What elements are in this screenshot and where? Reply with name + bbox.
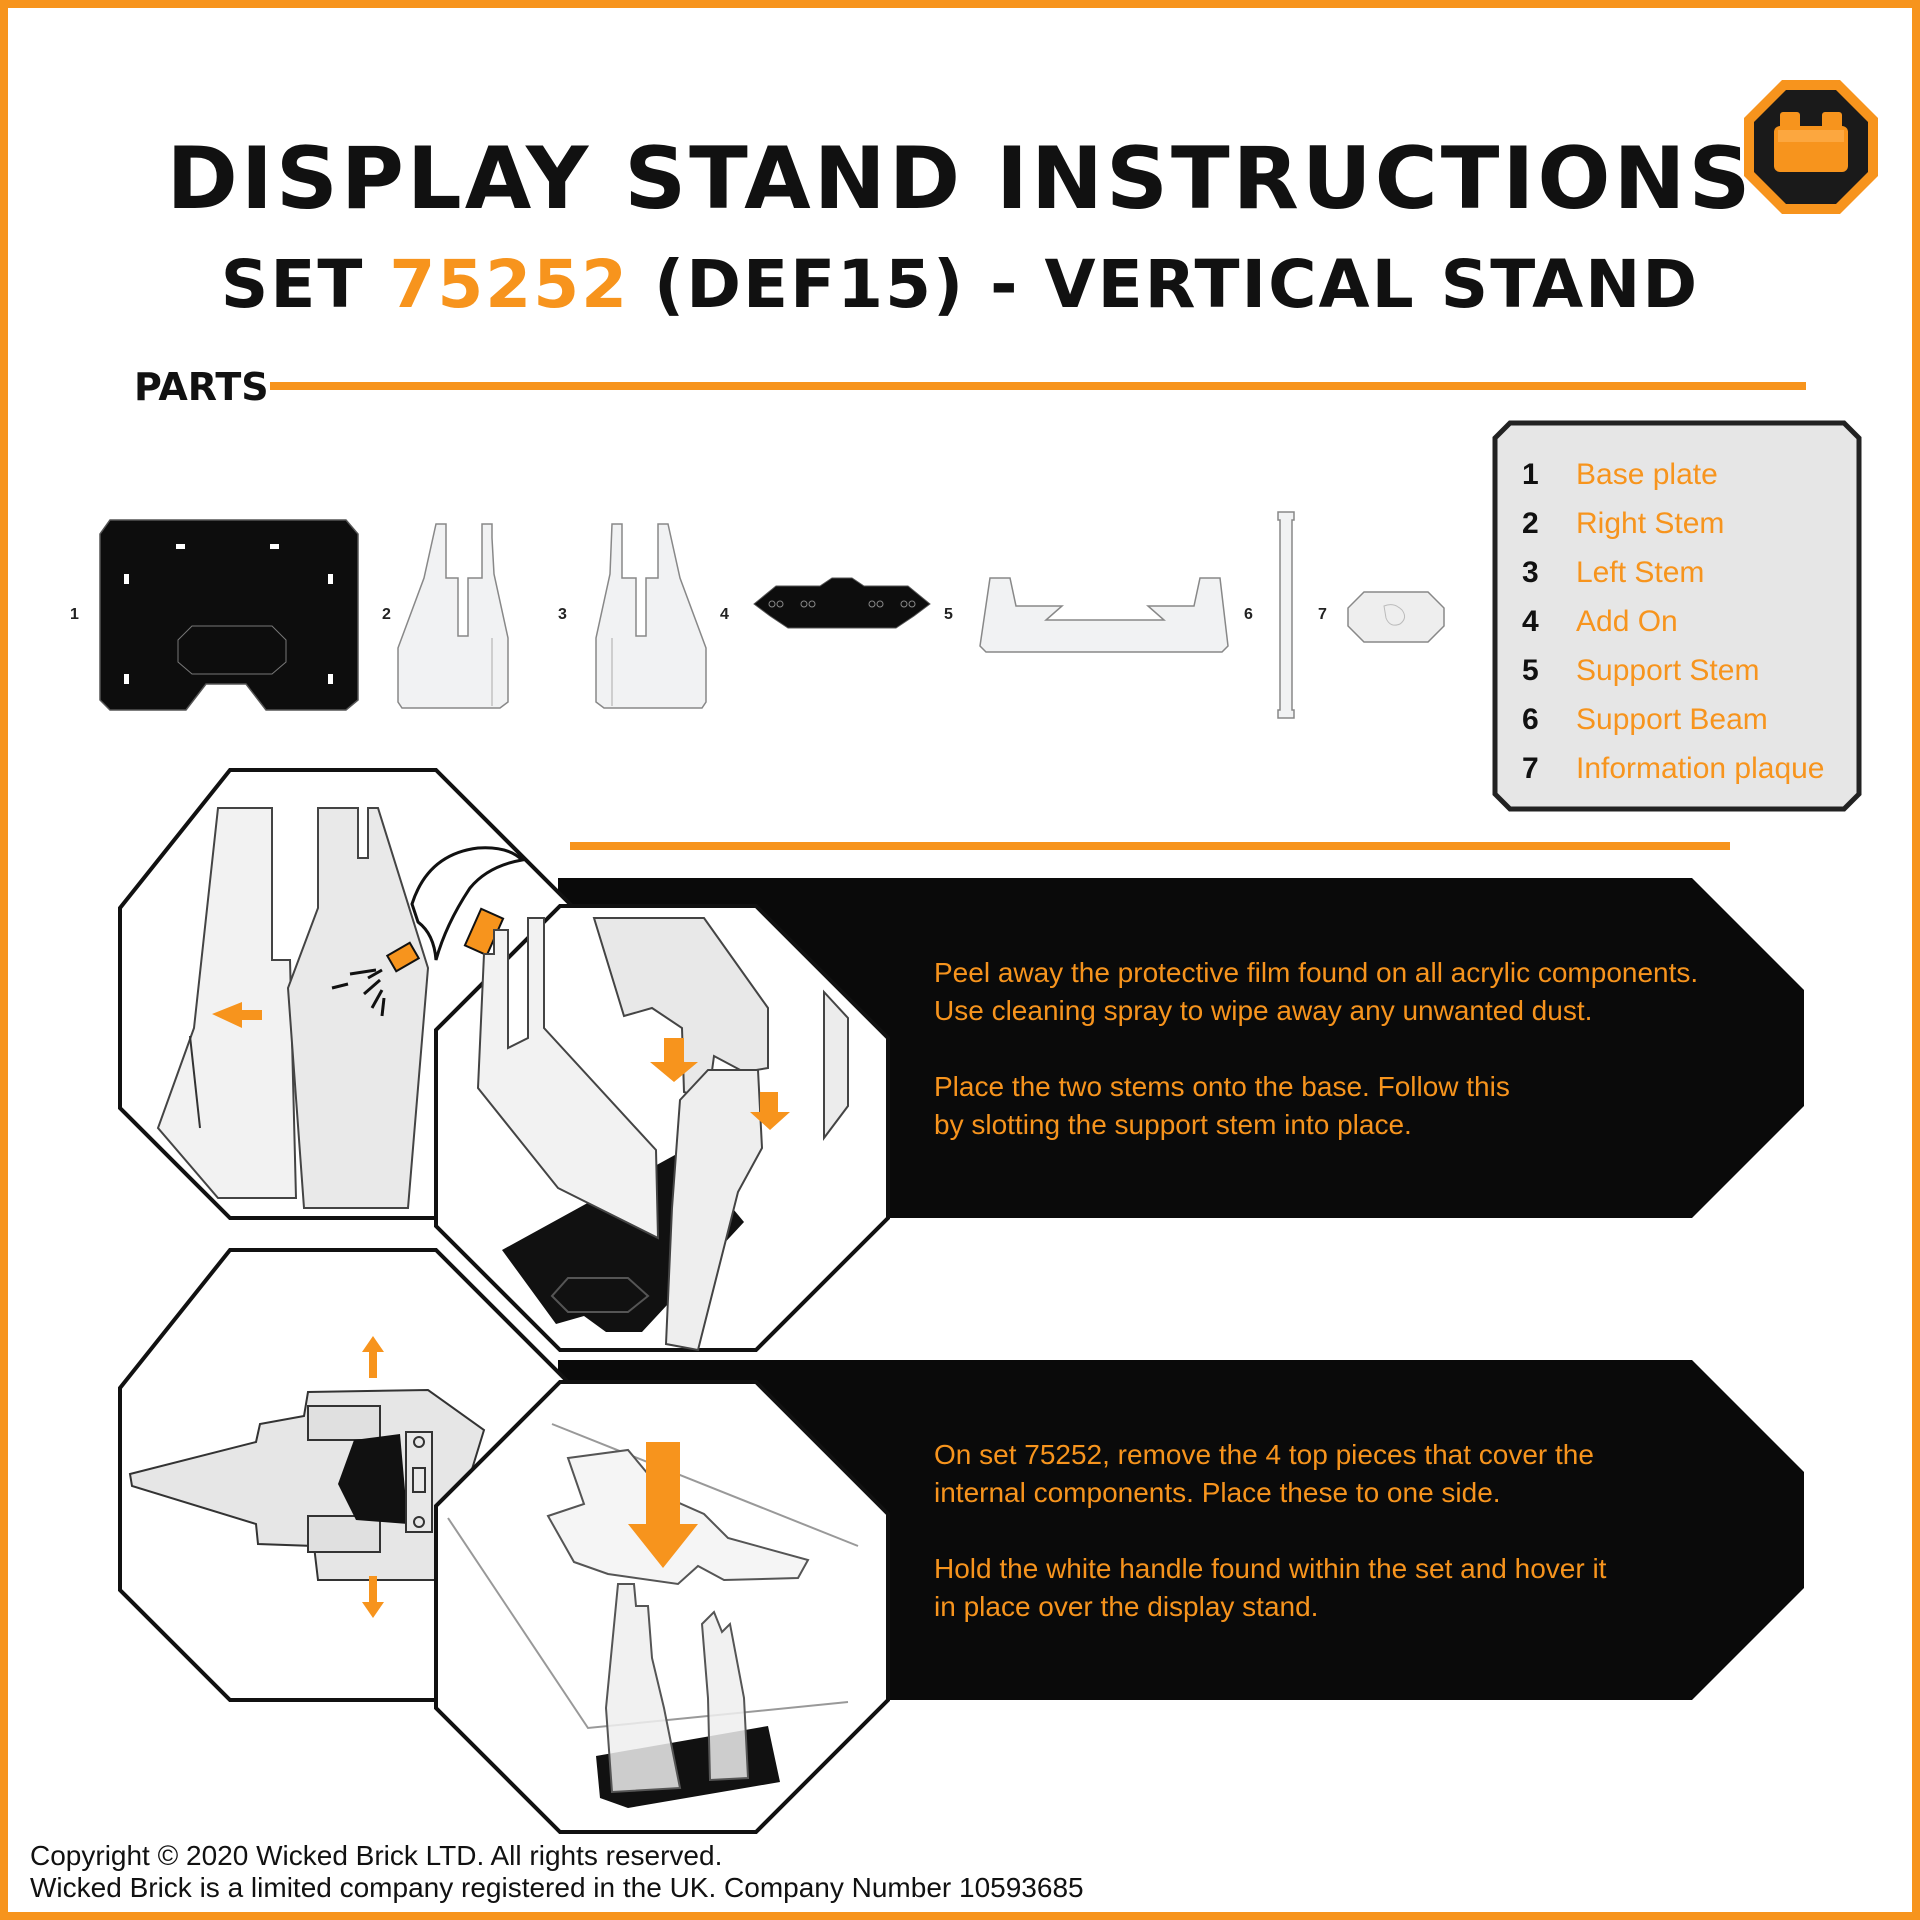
legend-item: 2 Right Stem (1522, 499, 1825, 548)
part-number-5: 5 (944, 606, 953, 623)
part-number-3: 3 (558, 606, 567, 623)
legend-number: 6 (1522, 702, 1539, 736)
legend-number: 5 (1522, 653, 1539, 687)
legend-label: Information plaque (1576, 751, 1825, 785)
steps-divider (570, 842, 1730, 850)
legend-number: 3 (1522, 555, 1539, 589)
support-beam-image (1277, 511, 1295, 719)
legend-item: 4 Add On (1522, 597, 1825, 646)
step-1-line-4: by slotting the support stem into place. (934, 1109, 1412, 1140)
part-number-2: 2 (382, 606, 391, 623)
part-number-4: 4 (720, 606, 729, 623)
parts-legend: 1 Base plate 2 Right Stem 3 Left Stem 4 Add … (1492, 420, 1862, 812)
part-number-7: 7 (1318, 606, 1327, 623)
stand-assembly-illustration (476, 917, 849, 1352)
right-stem-image (397, 523, 509, 709)
spray-bottle-icon (331, 846, 526, 1017)
parts-heading: PARTS (134, 365, 269, 409)
company-line: Wicked Brick is a limited company regist… (30, 1872, 1084, 1903)
legend-number: 1 (1522, 457, 1539, 491)
step-1-paragraph-2: Place the two stems onto the base. Follo… (934, 1068, 1774, 1144)
part-number-6: 6 (1244, 606, 1253, 623)
legend-item: 3 Left Stem (1522, 548, 1825, 597)
legend-label: Support Beam (1576, 702, 1768, 736)
legend-item: 6 Support Beam (1522, 695, 1825, 744)
left-stem-image (595, 523, 707, 709)
step-2-line-3: Hold the white handle found within the s… (934, 1553, 1607, 1584)
subtitle-suffix: (DEF15) - VERTICAL STAND (654, 246, 1700, 323)
base-plate-image (99, 519, 359, 711)
legend-label: Left Stem (1576, 555, 1705, 589)
legend-item: 5 Support Stem (1522, 646, 1825, 695)
footer: Copyright © 2020 Wicked Brick LTD. All r… (30, 1840, 1084, 1904)
step-2-paragraph-1: On set 75252, remove the 4 top pieces th… (934, 1436, 1774, 1512)
arrow-icon (212, 1002, 262, 1028)
step-2-line-1: On set 75252, remove the 4 top pieces th… (934, 1439, 1594, 1470)
part-number-1: 1 (70, 606, 79, 623)
add-on-image (753, 577, 931, 629)
subtitle-prefix: SET (220, 246, 365, 323)
step-1-paragraph-1: Peel away the protective film found on a… (934, 954, 1774, 1030)
stem-film-illustration (156, 807, 430, 1209)
brick-logo-icon (1744, 80, 1878, 214)
legend-item: 1 Base plate (1522, 450, 1825, 499)
arrow-down-icon (362, 1576, 384, 1618)
legend-list: 1 Base plate 2 Right Stem 3 Left Stem 4 Add … (1522, 450, 1825, 793)
legend-frame (1492, 420, 1862, 812)
set-number: 75252 (389, 246, 630, 323)
legend-item: 7 Information plaque (1522, 744, 1825, 793)
step-1-line-3: Place the two stems onto the base. Follo… (934, 1071, 1510, 1102)
step-1-text: Peel away the protective film found on a… (934, 954, 1774, 1182)
step-1-line-1: Peel away the protective film found on a… (934, 957, 1699, 988)
information-plaque-image (1347, 591, 1445, 643)
page-title: DISPLAY STAND INSTRUCTIONS (166, 129, 1754, 229)
step-2-line-2: internal components. Place these to one … (934, 1477, 1501, 1508)
legend-number: 2 (1522, 506, 1539, 540)
step-2-line-4: in place over the display stand. (934, 1591, 1319, 1622)
legend-label: Support Stem (1576, 653, 1760, 687)
parts-divider (270, 382, 1806, 390)
step-2-text: On set 75252, remove the 4 top pieces th… (934, 1436, 1774, 1664)
hover-illustration (447, 1423, 859, 1808)
legend-number: 4 (1522, 604, 1539, 638)
legend-label: Base plate (1576, 457, 1718, 491)
page-subtitle: SET 75252 (DEF15) - VERTICAL STAND (8, 252, 1912, 318)
step-2-graphics (118, 1248, 1804, 1834)
step-1-line-2: Use cleaning spray to wipe away any unwa… (934, 995, 1593, 1026)
arrow-up-icon (362, 1336, 384, 1378)
support-stem-image (979, 577, 1229, 653)
step-2-paragraph-2: Hold the white handle found within the s… (934, 1550, 1774, 1626)
legend-label: Add On (1576, 604, 1678, 638)
legend-number: 7 (1522, 751, 1539, 785)
legend-label: Right Stem (1576, 506, 1725, 540)
step-1-graphics (118, 768, 1804, 1352)
ship-top-view-illustration (128, 1388, 486, 1581)
copyright-line: Copyright © 2020 Wicked Brick LTD. All r… (30, 1840, 723, 1871)
